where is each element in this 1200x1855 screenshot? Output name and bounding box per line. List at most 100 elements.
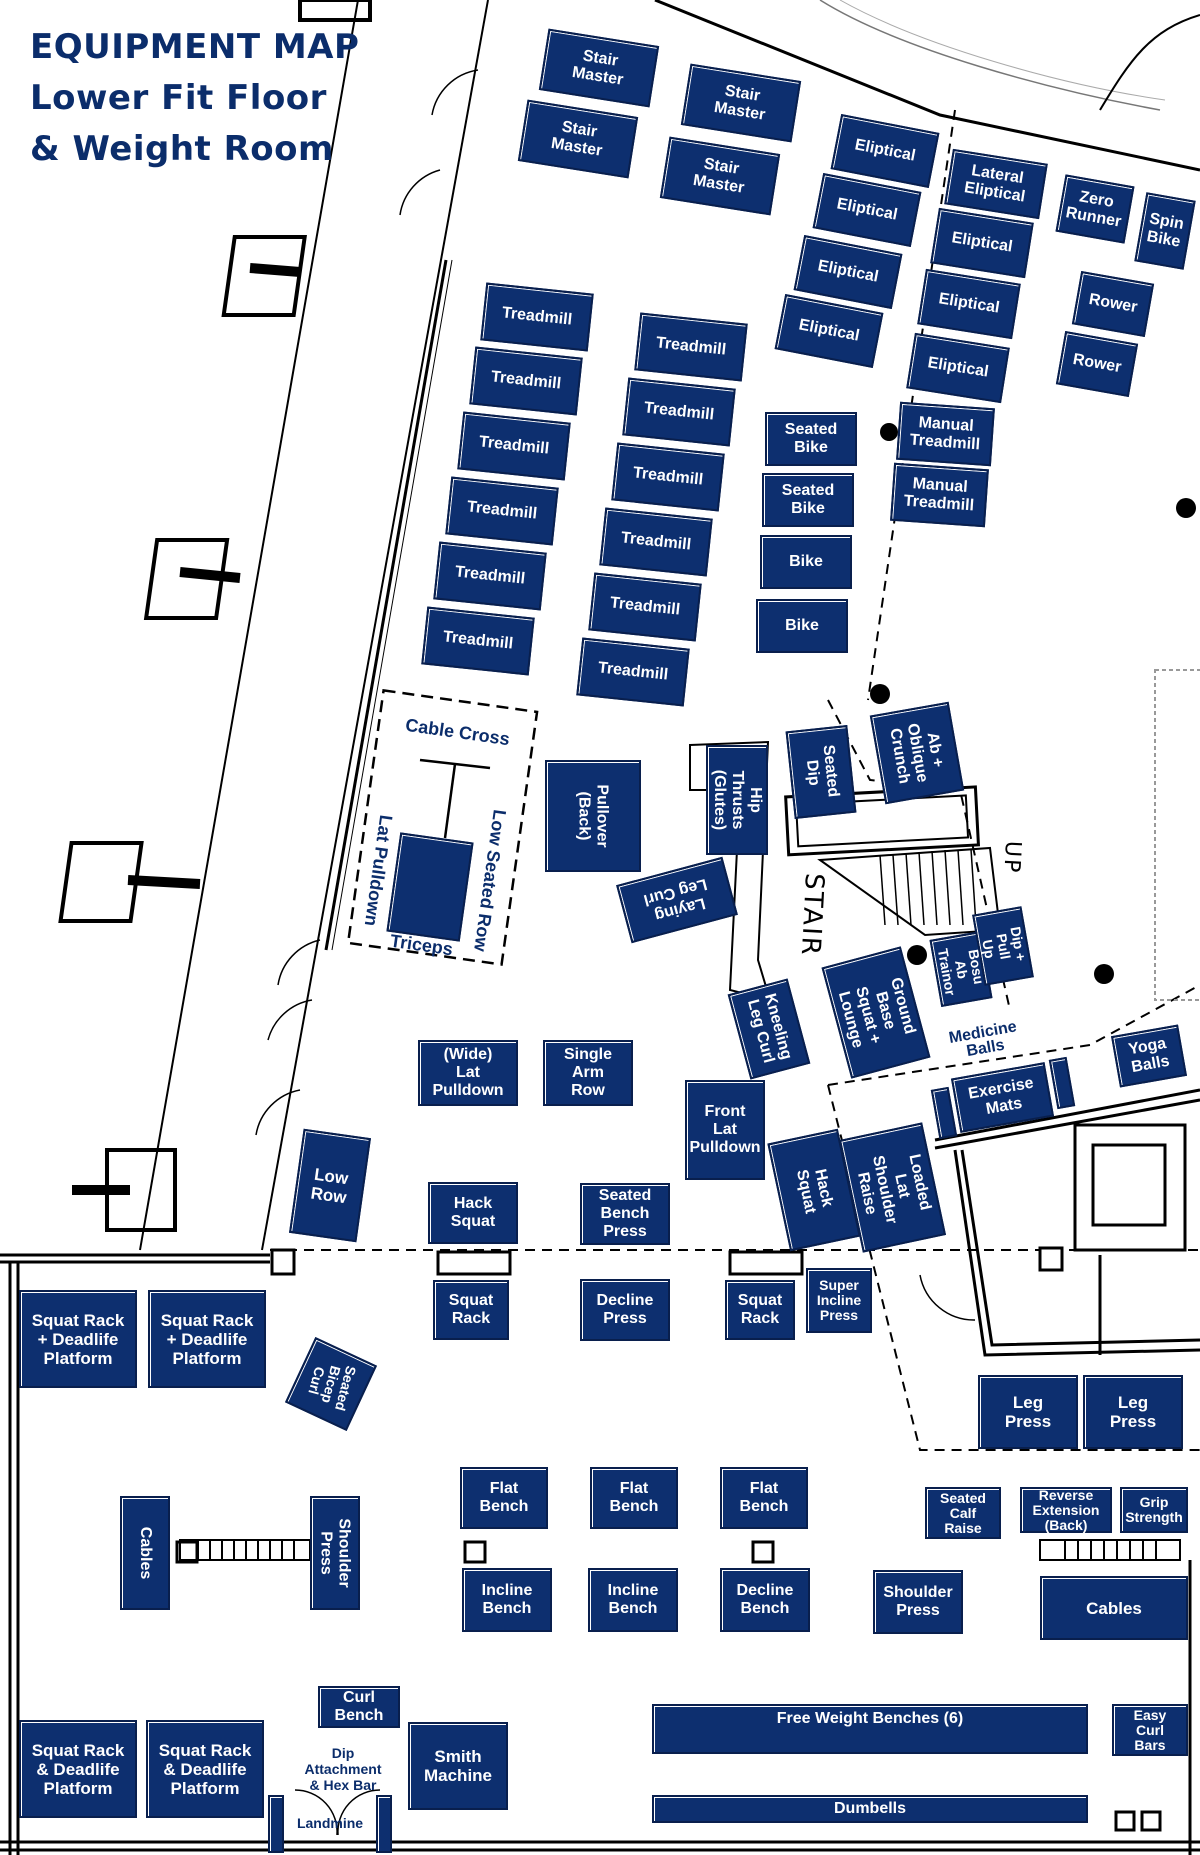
corner-curve	[1099, 14, 1200, 111]
ab-oblique-text: Ab + Oblique Crunch	[886, 722, 947, 786]
pullover-machine[interactable]: Pullover (Back)	[545, 760, 641, 872]
up-label: UP	[998, 840, 1026, 875]
title-line: Lower Fit Floor	[30, 78, 327, 118]
reverse-extension[interactable]: Reverse Extension (Back)	[1020, 1487, 1112, 1533]
treadmill[interactable]: Treadmill	[457, 411, 571, 481]
column-block	[175, 1246, 1162, 1832]
top-wall	[654, 0, 1200, 172]
treadmill[interactable]: Treadmill	[445, 476, 559, 546]
glass-wall	[324, 259, 448, 951]
top-track-2	[839, 0, 1166, 101]
landmine-post[interactable]	[376, 1795, 392, 1853]
seated-bike[interactable]: Seated Bike	[765, 412, 857, 466]
door-arc	[294, 1789, 381, 1836]
title-line: & Weight Room	[30, 129, 334, 169]
squat-rack[interactable]: Squat Rack	[725, 1280, 795, 1340]
easy-curl-bars[interactable]: Easy Curl Bars	[1112, 1704, 1188, 1756]
flat-bench[interactable]: Flat Bench	[720, 1467, 808, 1529]
squat-rack-deadlift-platform[interactable]: Squat Rack & Deadlife Platform	[19, 1720, 137, 1818]
bike[interactable]: Bike	[760, 535, 852, 589]
shoulder-press[interactable]: Shoulder Press	[873, 1570, 963, 1634]
dumbells-rack[interactable]: Dumbells	[652, 1795, 1088, 1823]
flat-bench[interactable]: Flat Bench	[460, 1467, 548, 1529]
shoulder-press-text: Shoulder Press	[318, 1518, 353, 1588]
treadmill[interactable]: Treadmill	[622, 377, 736, 447]
treadmill[interactable]: Treadmill	[469, 346, 583, 416]
hip-thrust-text: Hip Thrusts (Glutes)	[711, 769, 765, 831]
column-dot	[870, 423, 1196, 984]
ab-oblique-machine[interactable]: Ab + Oblique Crunch	[869, 701, 965, 805]
zero-runner[interactable]: Zero Runner	[1055, 174, 1135, 244]
seated-dip-machine[interactable]: Seated Dip	[785, 725, 857, 819]
squat-rack-deadlift-platform[interactable]: Squat Rack + Deadlife Platform	[19, 1290, 137, 1388]
seated-dip-text: Seated Dip	[802, 744, 842, 798]
stair-label: STAIR	[794, 872, 830, 958]
treadmill[interactable]: Treadmill	[588, 572, 702, 642]
cable-cross-zone	[346, 688, 539, 966]
hack-squat-text: Hack Squat	[792, 1167, 836, 1216]
treadmill[interactable]: Treadmill	[576, 637, 690, 707]
seated-bench-press[interactable]: Seated Bench Press	[580, 1183, 670, 1245]
loaded-lat-text: Loaded Lat Shoulder Raise	[853, 1152, 934, 1225]
dip-attachment-label: Dip Attachment & Hex Bar	[304, 1745, 382, 1793]
ground-base-text: Ground Base Squat + Lounge	[834, 975, 919, 1050]
field-outline	[1154, 669, 1200, 1001]
dip-pull-up-text: Dip + Pull Up	[979, 924, 1030, 962]
bike[interactable]: Bike	[756, 599, 848, 653]
free-weight-benches[interactable]: Free Weight Benches (6)	[652, 1704, 1088, 1754]
landmine-post[interactable]	[268, 1795, 284, 1853]
inner-wall-left	[261, 0, 489, 1251]
pillar-post	[72, 263, 301, 1195]
pullover-text: Pullover (Back)	[575, 784, 611, 848]
seated-calf-raise[interactable]: Seated Calf Raise	[925, 1487, 1001, 1539]
stair-steps	[879, 848, 977, 926]
squat-rack-deadlift-platform[interactable]: Squat Rack + Deadlife Platform	[148, 1290, 266, 1388]
smith-machine[interactable]: Smith Machine	[408, 1722, 508, 1810]
seated-bike[interactable]: Seated Bike	[762, 473, 854, 527]
treadmill[interactable]: Treadmill	[480, 282, 594, 352]
manual-treadmill[interactable]: Manual Treadmill	[890, 462, 989, 528]
glass-wall-inner	[331, 259, 453, 951]
door-arc	[255, 69, 479, 1136]
landmine-label: Landmine	[296, 1815, 364, 1831]
shoulder-press-vertical[interactable]: Shoulder Press	[310, 1496, 360, 1610]
treadmill[interactable]: Treadmill	[611, 442, 725, 512]
treadmill[interactable]: Treadmill	[421, 606, 535, 676]
low-row-machine[interactable]: Low Row	[289, 1128, 371, 1243]
flat-bench[interactable]: Flat Bench	[590, 1467, 678, 1529]
decline-press[interactable]: Decline Press	[580, 1279, 670, 1341]
curl-bench[interactable]: Curl Bench	[318, 1686, 400, 1728]
weight-room-wall	[0, 1253, 1200, 1855]
map-title: EQUIPMENT MAP Lower Fit Floor & Weight R…	[30, 22, 359, 175]
super-incline-press[interactable]: Super Incline Press	[806, 1268, 872, 1333]
wide-lat-pulldown[interactable]: (Wide) Lat Pulldown	[418, 1040, 518, 1106]
cables-vertical[interactable]: Cables	[120, 1496, 170, 1610]
top-track	[819, 0, 1161, 111]
cables-station[interactable]: Cables	[1040, 1576, 1188, 1640]
outer-wall-left	[139, 0, 359, 1251]
treadmill[interactable]: Treadmill	[634, 312, 748, 382]
door-arc	[919, 1274, 976, 1321]
squat-rack-deadlift-platform[interactable]: Squat Rack & Deadlife Platform	[146, 1720, 264, 1818]
decline-bench[interactable]: Decline Bench	[720, 1568, 810, 1632]
title-line: EQUIPMENT MAP	[30, 27, 360, 67]
hip-thrust-machine[interactable]: Hip Thrusts (Glutes)	[706, 745, 768, 855]
leg-press[interactable]: Leg Press	[1083, 1375, 1183, 1449]
manual-treadmill[interactable]: Manual Treadmill	[896, 401, 995, 467]
treadmill[interactable]: Treadmill	[599, 507, 713, 577]
front-lat-pulldown[interactable]: Front Lat Pulldown	[685, 1080, 765, 1180]
elevator	[934, 1088, 1200, 1357]
treadmill[interactable]: Treadmill	[433, 541, 547, 611]
squat-rack[interactable]: Squat Rack	[433, 1280, 509, 1340]
cable-cross-stem	[443, 763, 457, 839]
single-arm-row[interactable]: Single Arm Row	[543, 1040, 633, 1106]
triceps-station[interactable]	[386, 832, 474, 942]
pillar	[58, 0, 372, 1232]
laying-leg-curl-text: Laying Leg Curl	[641, 875, 709, 925]
hack-squat-machine[interactable]: Hack Squat	[428, 1182, 518, 1244]
grip-strength[interactable]: Grip Strength	[1120, 1487, 1188, 1533]
incline-bench[interactable]: Incline Bench	[588, 1568, 678, 1632]
leg-press[interactable]: Leg Press	[978, 1375, 1078, 1449]
incline-bench[interactable]: Incline Bench	[462, 1568, 552, 1632]
kneeling-leg-curl-text: Kneeling Leg Curl	[744, 991, 796, 1065]
